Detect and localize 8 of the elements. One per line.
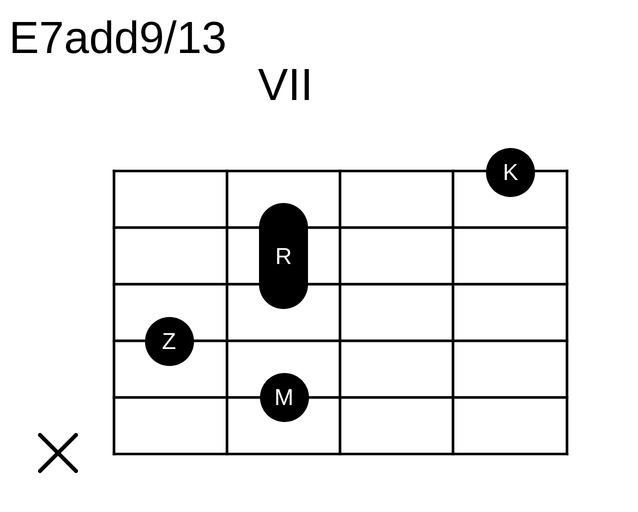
barre-marker — [259, 203, 308, 309]
finger-dot — [260, 373, 308, 422]
finger-letter: Z — [162, 330, 176, 352]
finger-letter: R — [275, 244, 292, 268]
chord-name: E7add9/13 — [9, 15, 227, 60]
finger-letter: M — [274, 386, 294, 409]
finger-letter: K — [502, 160, 518, 184]
fret-position-label: VII — [258, 62, 314, 107]
